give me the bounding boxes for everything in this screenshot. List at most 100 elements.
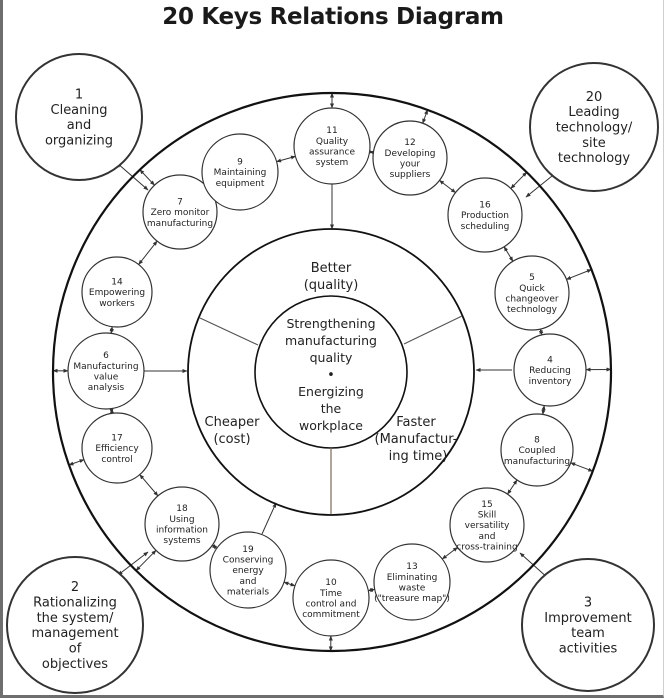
corner-key-label-line: Rationalizing	[33, 596, 117, 611]
sector-faster-line-3: ing time)	[389, 449, 448, 464]
ring-key-label-line: materials	[227, 587, 270, 597]
corner-key-label-line: and	[67, 118, 91, 133]
sector-faster-line-1: Faster	[396, 415, 436, 430]
ring-key-label-line: equipment	[216, 179, 265, 189]
ring-key-label-line: changeover	[505, 294, 558, 304]
sector-cheaper-line-2: (cost)	[213, 432, 250, 447]
corner-key-number: 1	[75, 88, 83, 103]
ring-key-label-line: Production	[461, 211, 509, 221]
ring-key-number: 16	[479, 201, 491, 211]
corner-key-label-line: Leading	[568, 105, 619, 120]
corner-key-label-line: Improvement	[544, 611, 631, 626]
corner-key-circle	[521, 558, 655, 692]
ring-key-label-line: cross-training	[456, 542, 517, 552]
ring-key-label-line: Skill	[478, 511, 496, 521]
ring-key-label-line: Efficiency	[95, 444, 139, 454]
sector-cheaper-line-1: Cheaper	[205, 415, 261, 430]
ring-key-number: 12	[404, 138, 415, 148]
ring-key-number: 13	[406, 562, 417, 572]
to-middle-ring-arrow	[261, 502, 277, 535]
sector-better-line-1: Better	[311, 261, 352, 276]
ring-key-number: 17	[111, 434, 122, 444]
ring-key-label-line: systems	[163, 536, 201, 546]
corner-key-label-line: objectives	[42, 657, 108, 672]
ring-key-circle	[201, 133, 279, 211]
outer-ring-link-arrow	[139, 169, 155, 186]
ring-link-arrow	[367, 587, 376, 593]
ring-link-arrow	[109, 408, 114, 414]
ring-key-number: 19	[242, 545, 254, 555]
ring-key-circle	[373, 543, 451, 621]
ring-key-number: 18	[176, 504, 188, 514]
ring-link-arrow	[211, 544, 218, 550]
ring-key-label-line: Reducing	[529, 366, 571, 376]
ring-link-arrow	[368, 149, 375, 155]
corner-key-label-line: team	[571, 626, 605, 641]
ring-link-arrow	[138, 240, 158, 265]
ring-key-label-line: technology	[507, 305, 558, 315]
ring-link-arrow	[109, 326, 114, 334]
ring-key-number: 14	[111, 278, 123, 288]
ring-key-label-line: Conserving	[223, 556, 274, 566]
corner-key-number: 20	[586, 90, 603, 105]
outer-ring-link-arrow	[68, 459, 85, 466]
ring-key-circle	[67, 332, 145, 410]
ring-key-label-line: value	[94, 372, 119, 382]
ring-key-number: 15	[481, 500, 492, 510]
corner-key-number: 2	[71, 580, 79, 595]
ring-key-label-line: your	[400, 159, 421, 169]
ring-key-label-line: Empowering	[89, 288, 145, 298]
ring-key-label-line: control and	[306, 599, 357, 609]
sector-divider-right	[403, 315, 463, 345]
outer-ring-link-arrow	[570, 462, 594, 472]
ring-key-label-line: Using	[169, 515, 194, 525]
outer-ring-link-arrow	[565, 269, 592, 280]
ring-link-arrow	[439, 179, 456, 194]
ring-key-number: 5	[529, 273, 535, 283]
sector-labels: Better (quality) Cheaper (cost) Faster (…	[205, 261, 458, 464]
corner-key-label-line: the system/	[37, 611, 114, 626]
ring-key-circle	[372, 120, 448, 196]
ring-key-label-line: energy	[232, 566, 264, 576]
center-line-4: Energizing	[298, 384, 364, 399]
ring-key-label-line: system	[316, 158, 349, 168]
ring-key-circle	[500, 413, 574, 487]
ring-key-number: 6	[103, 351, 109, 361]
ring-key-circle	[81, 256, 153, 328]
ring-key-label-line: inventory	[529, 377, 573, 387]
ring-link-arrow	[538, 328, 544, 336]
ring-key-circle	[142, 174, 218, 250]
ring-key-label-line: analysis	[88, 383, 125, 393]
center-line-5: the	[321, 401, 342, 416]
ring-key-circle	[293, 107, 371, 185]
ring-link-arrow	[503, 246, 514, 262]
center-labels: Strengthening manufacturing quality • En…	[285, 316, 377, 433]
ring-key-circle	[209, 531, 287, 609]
ring-key-label-line: manufacturing	[147, 219, 213, 229]
center-line-6: workplace	[299, 418, 363, 433]
ring-key-label-line: waste	[399, 583, 426, 593]
outer-ring-link-arrow	[422, 109, 429, 124]
ring-link-arrow	[139, 474, 159, 497]
ring-key-circle	[449, 487, 525, 563]
outer-ring-link-arrow	[510, 171, 528, 189]
ring-key-number: 7	[177, 198, 183, 208]
connectors-layer	[52, 92, 612, 652]
corner-key-label-line: Cleaning	[51, 103, 108, 118]
ring-link-arrow	[283, 581, 296, 587]
ring-key-number: 4	[547, 356, 553, 366]
ring-key-label-line: Maintaining	[214, 168, 267, 178]
